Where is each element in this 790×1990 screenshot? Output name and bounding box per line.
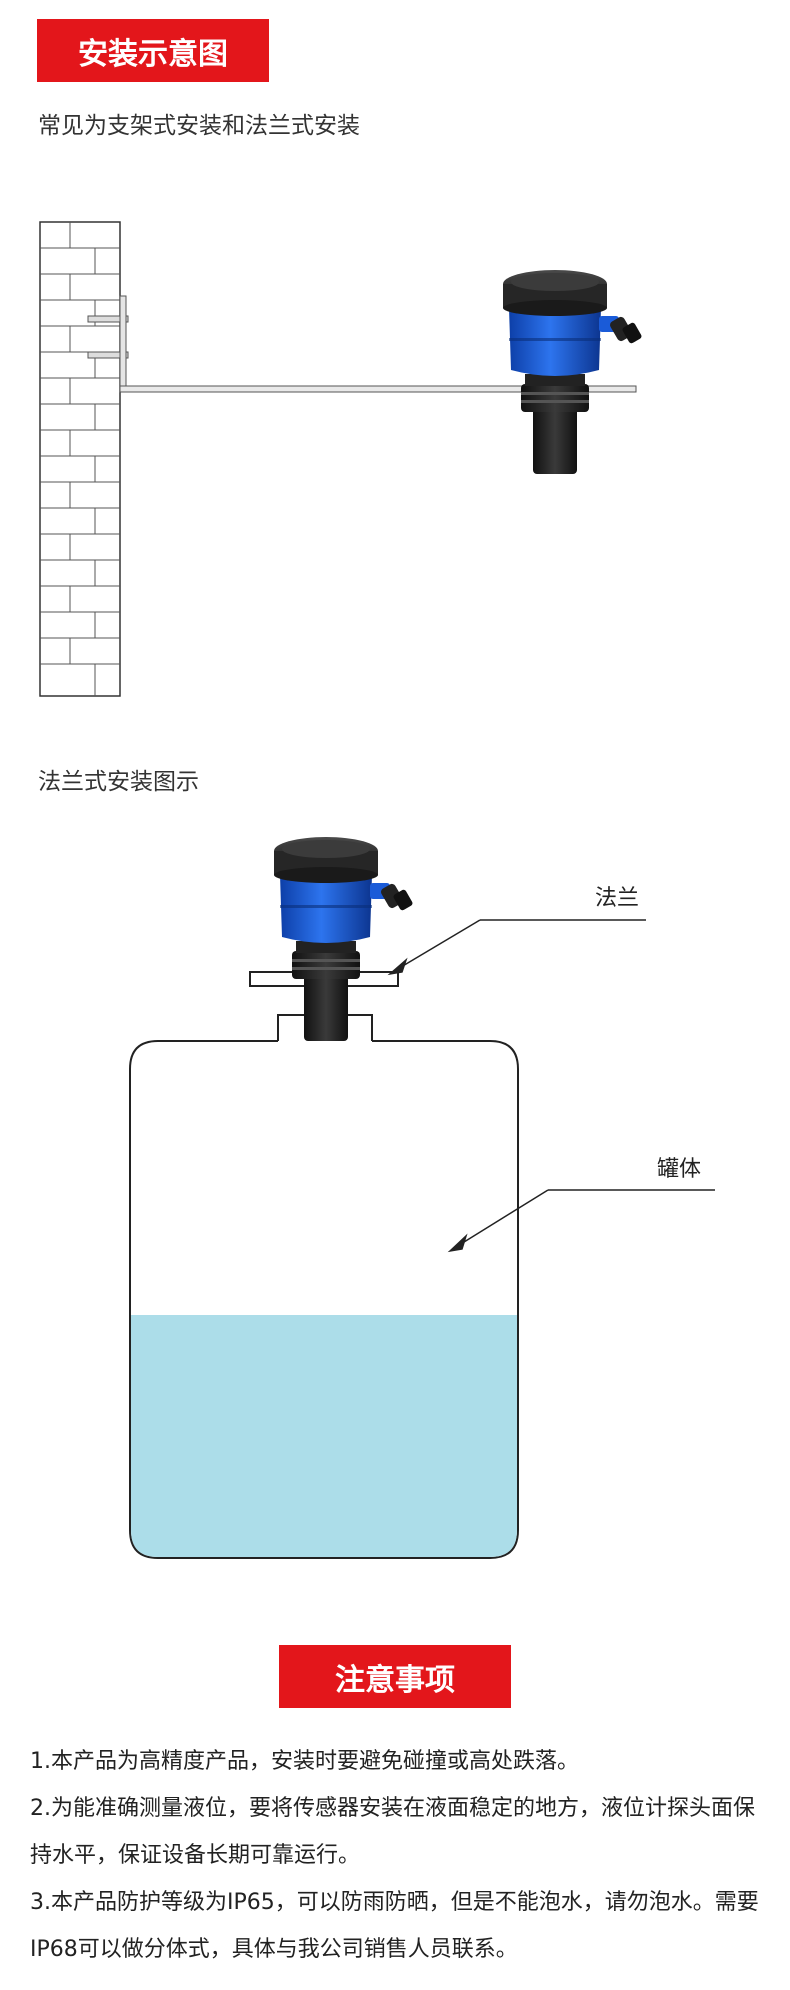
brick-wall	[39, 221, 121, 697]
tank-label: 罐体	[657, 1157, 701, 1182]
mounting-bracket	[87, 295, 637, 393]
notes-list: 1.本产品为高精度产品，安装时要避免碰撞或高处跌落。 2.为能准确测量液位，要将…	[30, 1738, 770, 1973]
note-item: 2.为能准确测量液位，要将传感器安装在液面稳定的地方，液位计探头面保持水平，保证…	[30, 1796, 755, 1868]
label-pointers	[387, 919, 715, 1253]
caption-flange-install: 法兰式安装图示	[38, 769, 199, 795]
section-title-install-diagram: 安装示意图	[37, 19, 269, 82]
section-title-notes: 注意事项	[279, 1645, 511, 1708]
note-item: 1.本产品为高精度产品，安装时要避免碰撞或高处跌落。	[30, 1749, 579, 1774]
flange-label: 法兰	[595, 886, 639, 911]
ultrasonic-sensor-bracket	[503, 270, 643, 474]
liquid-level	[131, 1315, 517, 1557]
ultrasonic-sensor-flange	[274, 837, 414, 1041]
caption-install-methods: 常见为支架式安装和法兰式安装	[38, 113, 360, 139]
note-item: 3.本产品防护等级为IP65，可以防雨防晒，但是不能泡水，请勿泡水。需要IP68…	[30, 1890, 759, 1962]
tank	[129, 971, 519, 1559]
